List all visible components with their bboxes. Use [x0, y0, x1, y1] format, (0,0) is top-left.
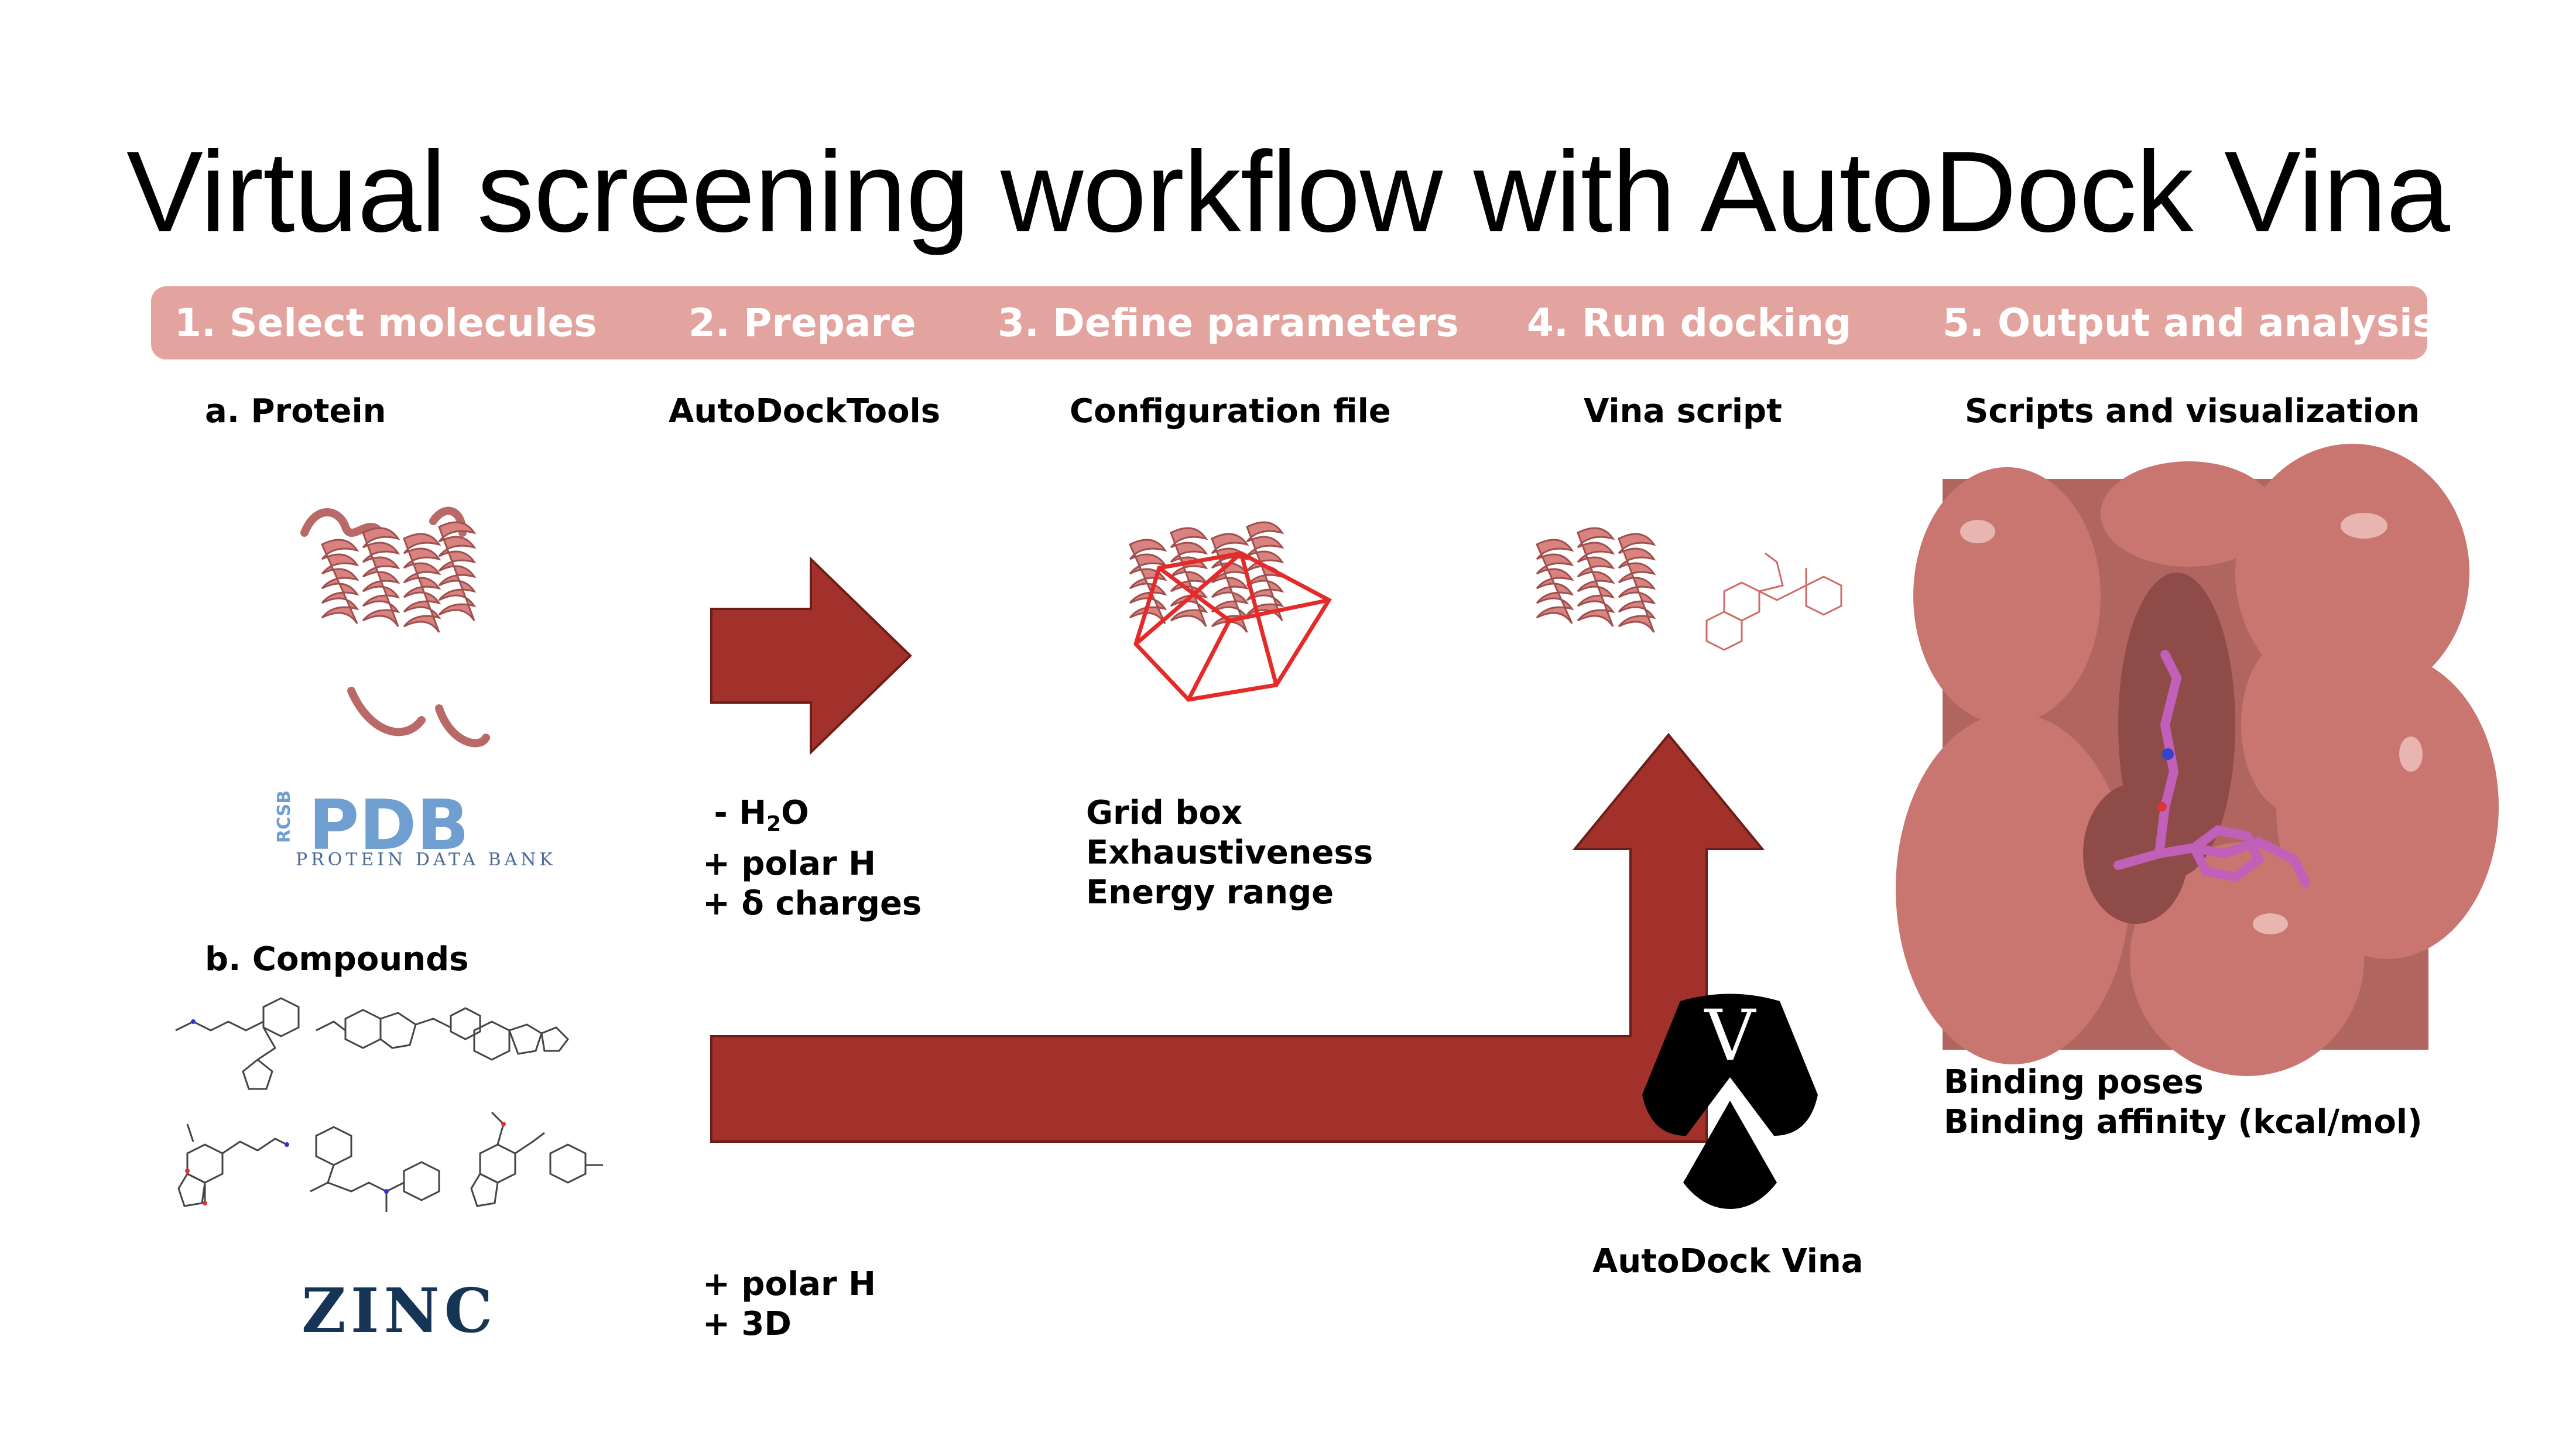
pdb-logo-side-text: RCSB — [274, 790, 294, 843]
parameters-list: Grid box Exhaustiveness Energy range — [1086, 793, 1373, 913]
compound-structures-icon — [175, 997, 603, 1212]
zinc-logo-text: ZINC — [302, 1275, 497, 1347]
exhaustiveness-label: Exhaustiveness — [1086, 834, 1373, 872]
prepare-arrow-icon — [710, 556, 912, 755]
binding-poses-label: Binding poses — [1944, 1063, 2204, 1101]
protein-ligand-icon — [1536, 527, 1842, 651]
scripts-visualization-heading: Scripts and visualization — [1965, 392, 2420, 430]
surface-render-icon — [1896, 444, 2499, 1076]
vina-logo-icon: V — [1642, 994, 1818, 1209]
pdb-logo-icon: RCSB PDB PROTEIN DATA BANK — [274, 785, 553, 870]
workflow-steps-banner: 1. Select molecules 2. Prepare 3. Define… — [151, 286, 2435, 359]
polar-h-line: + polar H — [703, 845, 876, 883]
ligand-3d-line: + 3D — [703, 1305, 792, 1343]
step-5-label: 5. Output and analysis — [1943, 300, 2436, 345]
ligand-prep-arrow-icon — [710, 732, 1765, 1143]
zinc-logo-icon: ZINC — [302, 1275, 492, 1347]
ligand-polar-h-line: + polar H — [703, 1265, 876, 1303]
step-3-label: 3. Define parameters — [998, 300, 1459, 345]
protein-heading: a. Protein — [205, 392, 386, 430]
autodocktools-heading: AutoDockTools — [669, 392, 941, 430]
pdb-logo-main-text: PDB — [309, 785, 469, 865]
step-1-label: 1. Select molecules — [174, 300, 597, 345]
prepare-ligand-steps: + polar H + 3D — [703, 1265, 876, 1344]
compounds-heading: b. Compounds — [205, 940, 469, 978]
remove-water-line: - H2O — [714, 794, 809, 837]
vina-logo-label: AutoDock Vina — [1592, 1242, 1864, 1280]
step-2-label: 2. Prepare — [688, 300, 916, 345]
charges-line: + δ charges — [703, 885, 922, 923]
outputs-list: Binding poses Binding affinity (kcal/mol… — [1944, 1063, 2423, 1142]
vina-logo-letter: V — [1704, 995, 1757, 1077]
binding-affinity-label: Binding affinity (kcal/mol) — [1944, 1103, 2423, 1141]
step-4-label: 4. Run docking — [1527, 300, 1852, 345]
grid-box-label: Grid box — [1086, 794, 1243, 832]
config-heading: Configuration file — [1070, 392, 1391, 430]
pdb-logo-subtitle: PROTEIN DATA BANK — [296, 849, 556, 870]
energy-range-label: Energy range — [1086, 873, 1334, 912]
page-title: Virtual screening workflow with AutoDock… — [126, 128, 2450, 256]
protein-structure-icon — [300, 506, 490, 748]
vina-script-heading: Vina script — [1584, 392, 1782, 430]
gridbox-icon — [1129, 521, 1332, 702]
prepare-protein-steps: - H2O + polar H + δ charges — [703, 793, 922, 924]
